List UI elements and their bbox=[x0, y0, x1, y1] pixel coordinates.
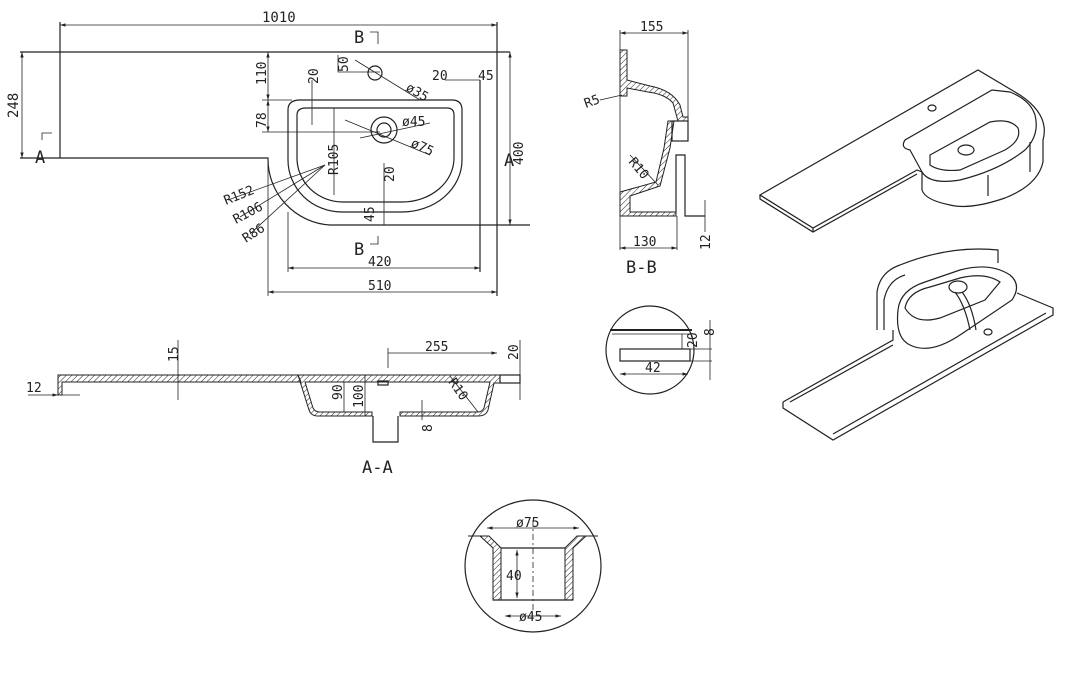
detail-edge: 42 20 8 bbox=[605, 305, 718, 395]
isometric-view-bottom bbox=[782, 248, 1054, 441]
dim-15: 15 bbox=[167, 346, 182, 362]
tap-hole bbox=[367, 65, 383, 81]
basin-rim bbox=[902, 89, 1037, 182]
rim-section bbox=[499, 374, 521, 384]
section-b-marker-top bbox=[370, 31, 379, 44]
leader-r10 bbox=[629, 154, 659, 186]
tap-hole bbox=[983, 328, 993, 336]
leader-r5 bbox=[599, 94, 623, 101]
waste-hole bbox=[957, 144, 975, 156]
section-a-marker-left bbox=[41, 132, 52, 140]
dim-50: 50 bbox=[337, 56, 352, 72]
detail-circle bbox=[605, 305, 695, 395]
plan-view: 1010 248 A B B 110 78 20 50 ø35 20 45 bbox=[6, 10, 530, 296]
dim-42: 42 bbox=[645, 361, 661, 376]
counter-top-face bbox=[758, 69, 1045, 229]
backsplash bbox=[876, 248, 999, 330]
rim-section bbox=[619, 49, 689, 122]
section-a-right: A bbox=[504, 151, 514, 171]
section-b-bottom: B bbox=[354, 240, 364, 260]
dim-d75: ø75 bbox=[516, 516, 539, 531]
leader-r10 bbox=[449, 375, 479, 413]
waste-wall-left bbox=[468, 535, 502, 601]
waste-wall-right bbox=[564, 535, 598, 601]
dim-1010: 1010 bbox=[262, 10, 296, 26]
counter-outline bbox=[782, 292, 1054, 441]
basin-bowl bbox=[896, 266, 1018, 349]
lip-outline bbox=[619, 348, 691, 362]
dim-110: 110 bbox=[255, 62, 270, 85]
dim-248: 248 bbox=[6, 93, 22, 118]
dim-20-detail: 20 bbox=[686, 332, 701, 348]
dim-12-bb: 12 bbox=[699, 234, 714, 250]
dim-20-top: 20 bbox=[307, 68, 322, 84]
dim-line-50 bbox=[337, 55, 380, 73]
foot-outline bbox=[675, 154, 705, 217]
dim-r10-bb: R10 bbox=[625, 155, 652, 183]
counter-edge bbox=[759, 173, 918, 233]
dim-45-backsplash: 45 bbox=[478, 69, 494, 84]
dim-255: 255 bbox=[425, 340, 448, 355]
dim-d45: ø45 bbox=[519, 610, 542, 625]
detail-waste: ø75 40 ø45 bbox=[464, 499, 602, 633]
waste-inner bbox=[376, 122, 392, 138]
basin-bowl bbox=[929, 120, 1020, 172]
front-edge bbox=[20, 157, 530, 226]
section-bb: 155 R5 R10 130 12 B-B bbox=[582, 20, 714, 278]
dim-tap-dia: ø35 bbox=[403, 80, 431, 105]
dim-12: 12 bbox=[26, 381, 42, 396]
waste-hole bbox=[948, 280, 968, 294]
dim-r5: R5 bbox=[582, 92, 602, 111]
basin-inner bbox=[904, 275, 1001, 321]
dim-r105: R105 bbox=[327, 144, 342, 175]
section-a-left: A bbox=[35, 148, 45, 168]
leader-line bbox=[354, 59, 421, 101]
detail-circle bbox=[464, 499, 602, 633]
section-bb-title: B-B bbox=[626, 258, 657, 278]
dim-20-right: 20 bbox=[432, 69, 448, 84]
leader-line bbox=[344, 119, 431, 156]
basin-rim bbox=[287, 99, 463, 213]
waste-outer bbox=[370, 116, 398, 144]
dim-8: 8 bbox=[421, 424, 436, 432]
section-aa: 15 12 255 20 90 100 R10 8 A-A bbox=[26, 340, 522, 478]
section-b-marker-bottom bbox=[370, 236, 379, 245]
section-b-top: B bbox=[354, 28, 364, 48]
isometric-view-top bbox=[758, 69, 1045, 233]
dim-400: 400 bbox=[512, 142, 527, 165]
leader-r86 bbox=[249, 164, 326, 235]
dim-155: 155 bbox=[640, 20, 663, 35]
section-aa-title: A-A bbox=[362, 458, 393, 478]
overflow-section bbox=[671, 120, 689, 142]
dim-78: 78 bbox=[255, 112, 270, 128]
dim-130: 130 bbox=[633, 235, 656, 250]
dim-90: 90 bbox=[331, 384, 346, 400]
dim-45-front: 45 bbox=[363, 206, 378, 222]
dim-8-detail: 8 bbox=[703, 328, 718, 336]
waste-pipe bbox=[372, 416, 399, 443]
dim-r86: R86 bbox=[240, 221, 268, 246]
dim-510: 510 bbox=[368, 279, 391, 294]
overflow-slot bbox=[377, 380, 389, 386]
dim-20-bottom: 20 bbox=[383, 166, 398, 182]
overflow-channel bbox=[954, 291, 977, 331]
slab-section bbox=[57, 374, 302, 396]
dim-420: 420 bbox=[368, 255, 391, 270]
dim-100: 100 bbox=[352, 385, 367, 408]
dim-40: 40 bbox=[506, 569, 522, 584]
counter-inner-edge bbox=[789, 312, 1047, 435]
bowl-section bbox=[297, 374, 501, 417]
backsplash-inner bbox=[883, 274, 906, 330]
dim-waste-inner: ø45 bbox=[402, 115, 425, 130]
leader-line bbox=[359, 122, 431, 139]
dim-20-rim: 20 bbox=[507, 344, 522, 360]
tap-hole bbox=[927, 104, 937, 112]
leader-r106 bbox=[239, 164, 326, 218]
basin-bowl bbox=[296, 107, 455, 203]
leader-r152 bbox=[227, 164, 326, 201]
dim-waste-outer: ø75 bbox=[408, 136, 436, 160]
